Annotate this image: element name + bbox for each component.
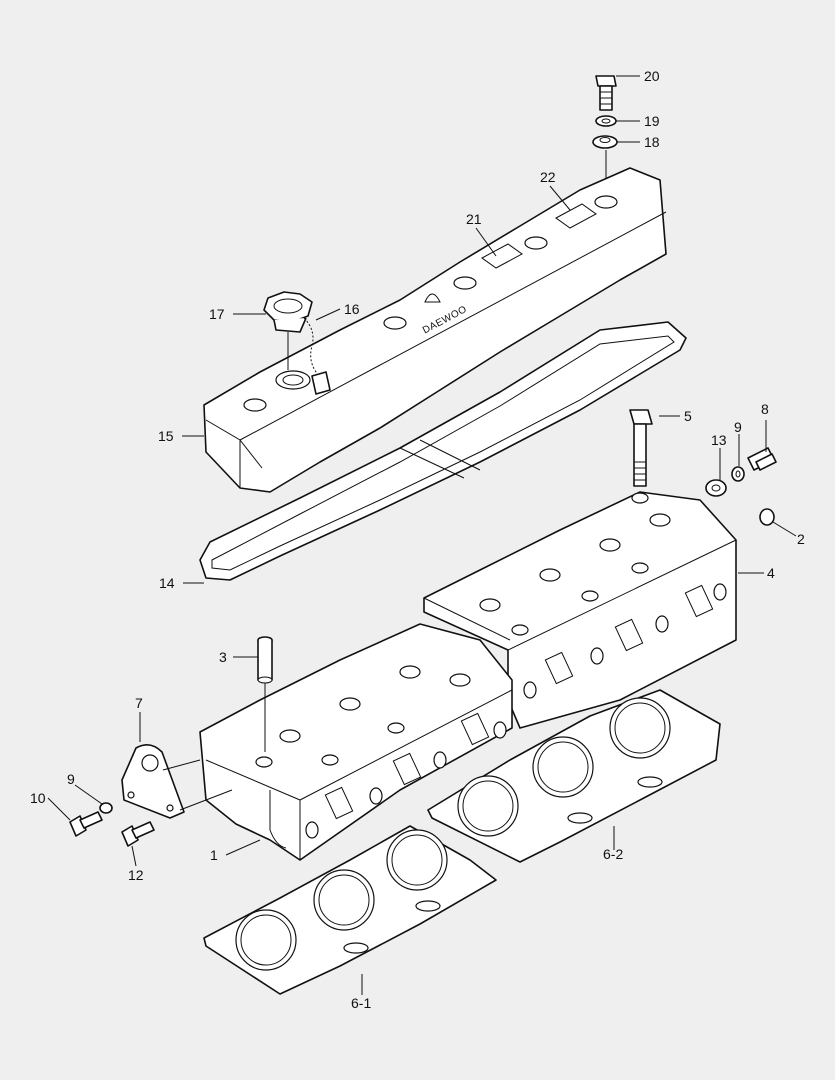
callout-22: 22 bbox=[540, 169, 556, 185]
cover-washer bbox=[595, 115, 617, 127]
leader-lines bbox=[47, 75, 797, 995]
callout-6-1: 6-1 bbox=[351, 995, 371, 1011]
cover-bolt bbox=[595, 75, 617, 111]
injector-sleeve bbox=[257, 636, 273, 684]
bolt-12 bbox=[121, 821, 155, 847]
callout-21: 21 bbox=[466, 211, 482, 227]
callout-9-right: 9 bbox=[734, 419, 742, 435]
callout-15: 15 bbox=[158, 428, 174, 444]
head-gasket-rear bbox=[427, 689, 721, 863]
bolt-8 bbox=[747, 447, 777, 471]
oil-filler-cap bbox=[263, 291, 313, 333]
callout-18: 18 bbox=[644, 134, 660, 150]
washer-9-right bbox=[731, 466, 745, 482]
callout-19: 19 bbox=[644, 113, 660, 129]
cap-strap bbox=[303, 317, 331, 395]
callout-9-left: 9 bbox=[67, 771, 75, 787]
callout-13: 13 bbox=[711, 432, 727, 448]
callout-14: 14 bbox=[159, 575, 175, 591]
callout-2: 2 bbox=[797, 531, 805, 547]
callout-6-2: 6-2 bbox=[603, 846, 623, 862]
rocker-cover: DAEWOO bbox=[203, 167, 667, 493]
callout-16: 16 bbox=[344, 301, 360, 317]
callout-4: 4 bbox=[767, 565, 775, 581]
lifting-bracket bbox=[121, 744, 185, 819]
callout-labels: 20 19 18 22 21 17 16 15 14 5 13 9 8 2 4 … bbox=[30, 68, 805, 1011]
cylinder-head-rear bbox=[423, 491, 737, 729]
cover-grommet bbox=[592, 135, 618, 149]
callout-8: 8 bbox=[761, 401, 769, 417]
plug-13 bbox=[705, 479, 727, 497]
callout-10: 10 bbox=[30, 790, 46, 806]
callout-17: 17 bbox=[209, 306, 225, 322]
callout-20: 20 bbox=[644, 68, 660, 84]
washer-9-left bbox=[99, 802, 113, 814]
head-gasket-front bbox=[203, 825, 497, 995]
rocker-cover-gasket bbox=[199, 321, 687, 581]
callout-7: 7 bbox=[135, 695, 143, 711]
bolt-10 bbox=[69, 811, 103, 837]
plug-2 bbox=[759, 508, 775, 526]
callout-12: 12 bbox=[128, 867, 144, 883]
callout-3: 3 bbox=[219, 649, 227, 665]
cylinder-head-front bbox=[199, 623, 513, 861]
head-bolt bbox=[629, 409, 653, 487]
callout-5: 5 bbox=[684, 408, 692, 424]
callout-1: 1 bbox=[210, 847, 218, 863]
